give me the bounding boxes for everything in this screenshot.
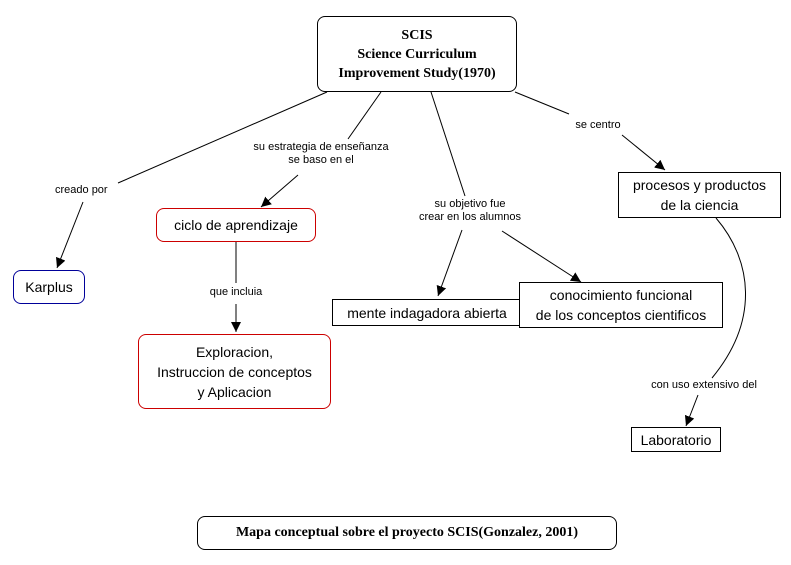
connector-estrategia-1 bbox=[347, 91, 382, 140]
link-label-estrategia: su estrategia de enseñanza se baso en el bbox=[245, 141, 397, 167]
concept-mente: mente indagadora abierta bbox=[332, 299, 522, 326]
concept-exploracion: Exploracion, Instruccion de conceptos y … bbox=[138, 334, 331, 409]
connector-creado-por-2 bbox=[56, 201, 84, 269]
connector-estrategia-2 bbox=[260, 174, 299, 208]
connector-se-centro-2 bbox=[621, 134, 666, 171]
connector-objetivo-2 bbox=[436, 229, 463, 297]
concept-scis: SCIS Science Curriculum Improvement Stud… bbox=[317, 16, 517, 92]
connector-creado-por-1 bbox=[117, 91, 328, 184]
connector-se-centro-1 bbox=[514, 91, 570, 115]
concept-karplus: Karplus bbox=[13, 270, 85, 304]
link-label-se-centro: se centro bbox=[568, 119, 628, 132]
link-label-creado-por: creado por bbox=[55, 184, 108, 197]
concept-procesos: procesos y productos de la ciencia bbox=[618, 172, 781, 218]
connector-uso-extensivo-1 bbox=[711, 217, 746, 379]
caption: Mapa conceptual sobre el proyecto SCIS(G… bbox=[197, 516, 617, 550]
link-label-uso-extensivo: con uso extensivo del bbox=[642, 379, 766, 392]
concept-conocimiento: conocimiento funcional de los conceptos … bbox=[519, 282, 723, 328]
link-label-objetivo: su objetivo fue crear en los alumnos bbox=[410, 198, 530, 224]
connector-objetivo-1 bbox=[430, 91, 466, 197]
concept-ciclo: ciclo de aprendizaje bbox=[156, 208, 316, 242]
link-label-que-incluia: que incluia bbox=[200, 286, 272, 299]
concept-laboratorio: Laboratorio bbox=[631, 427, 721, 452]
connector-uso-extensivo-2 bbox=[684, 394, 699, 427]
connector-objetivo-3 bbox=[501, 230, 582, 283]
